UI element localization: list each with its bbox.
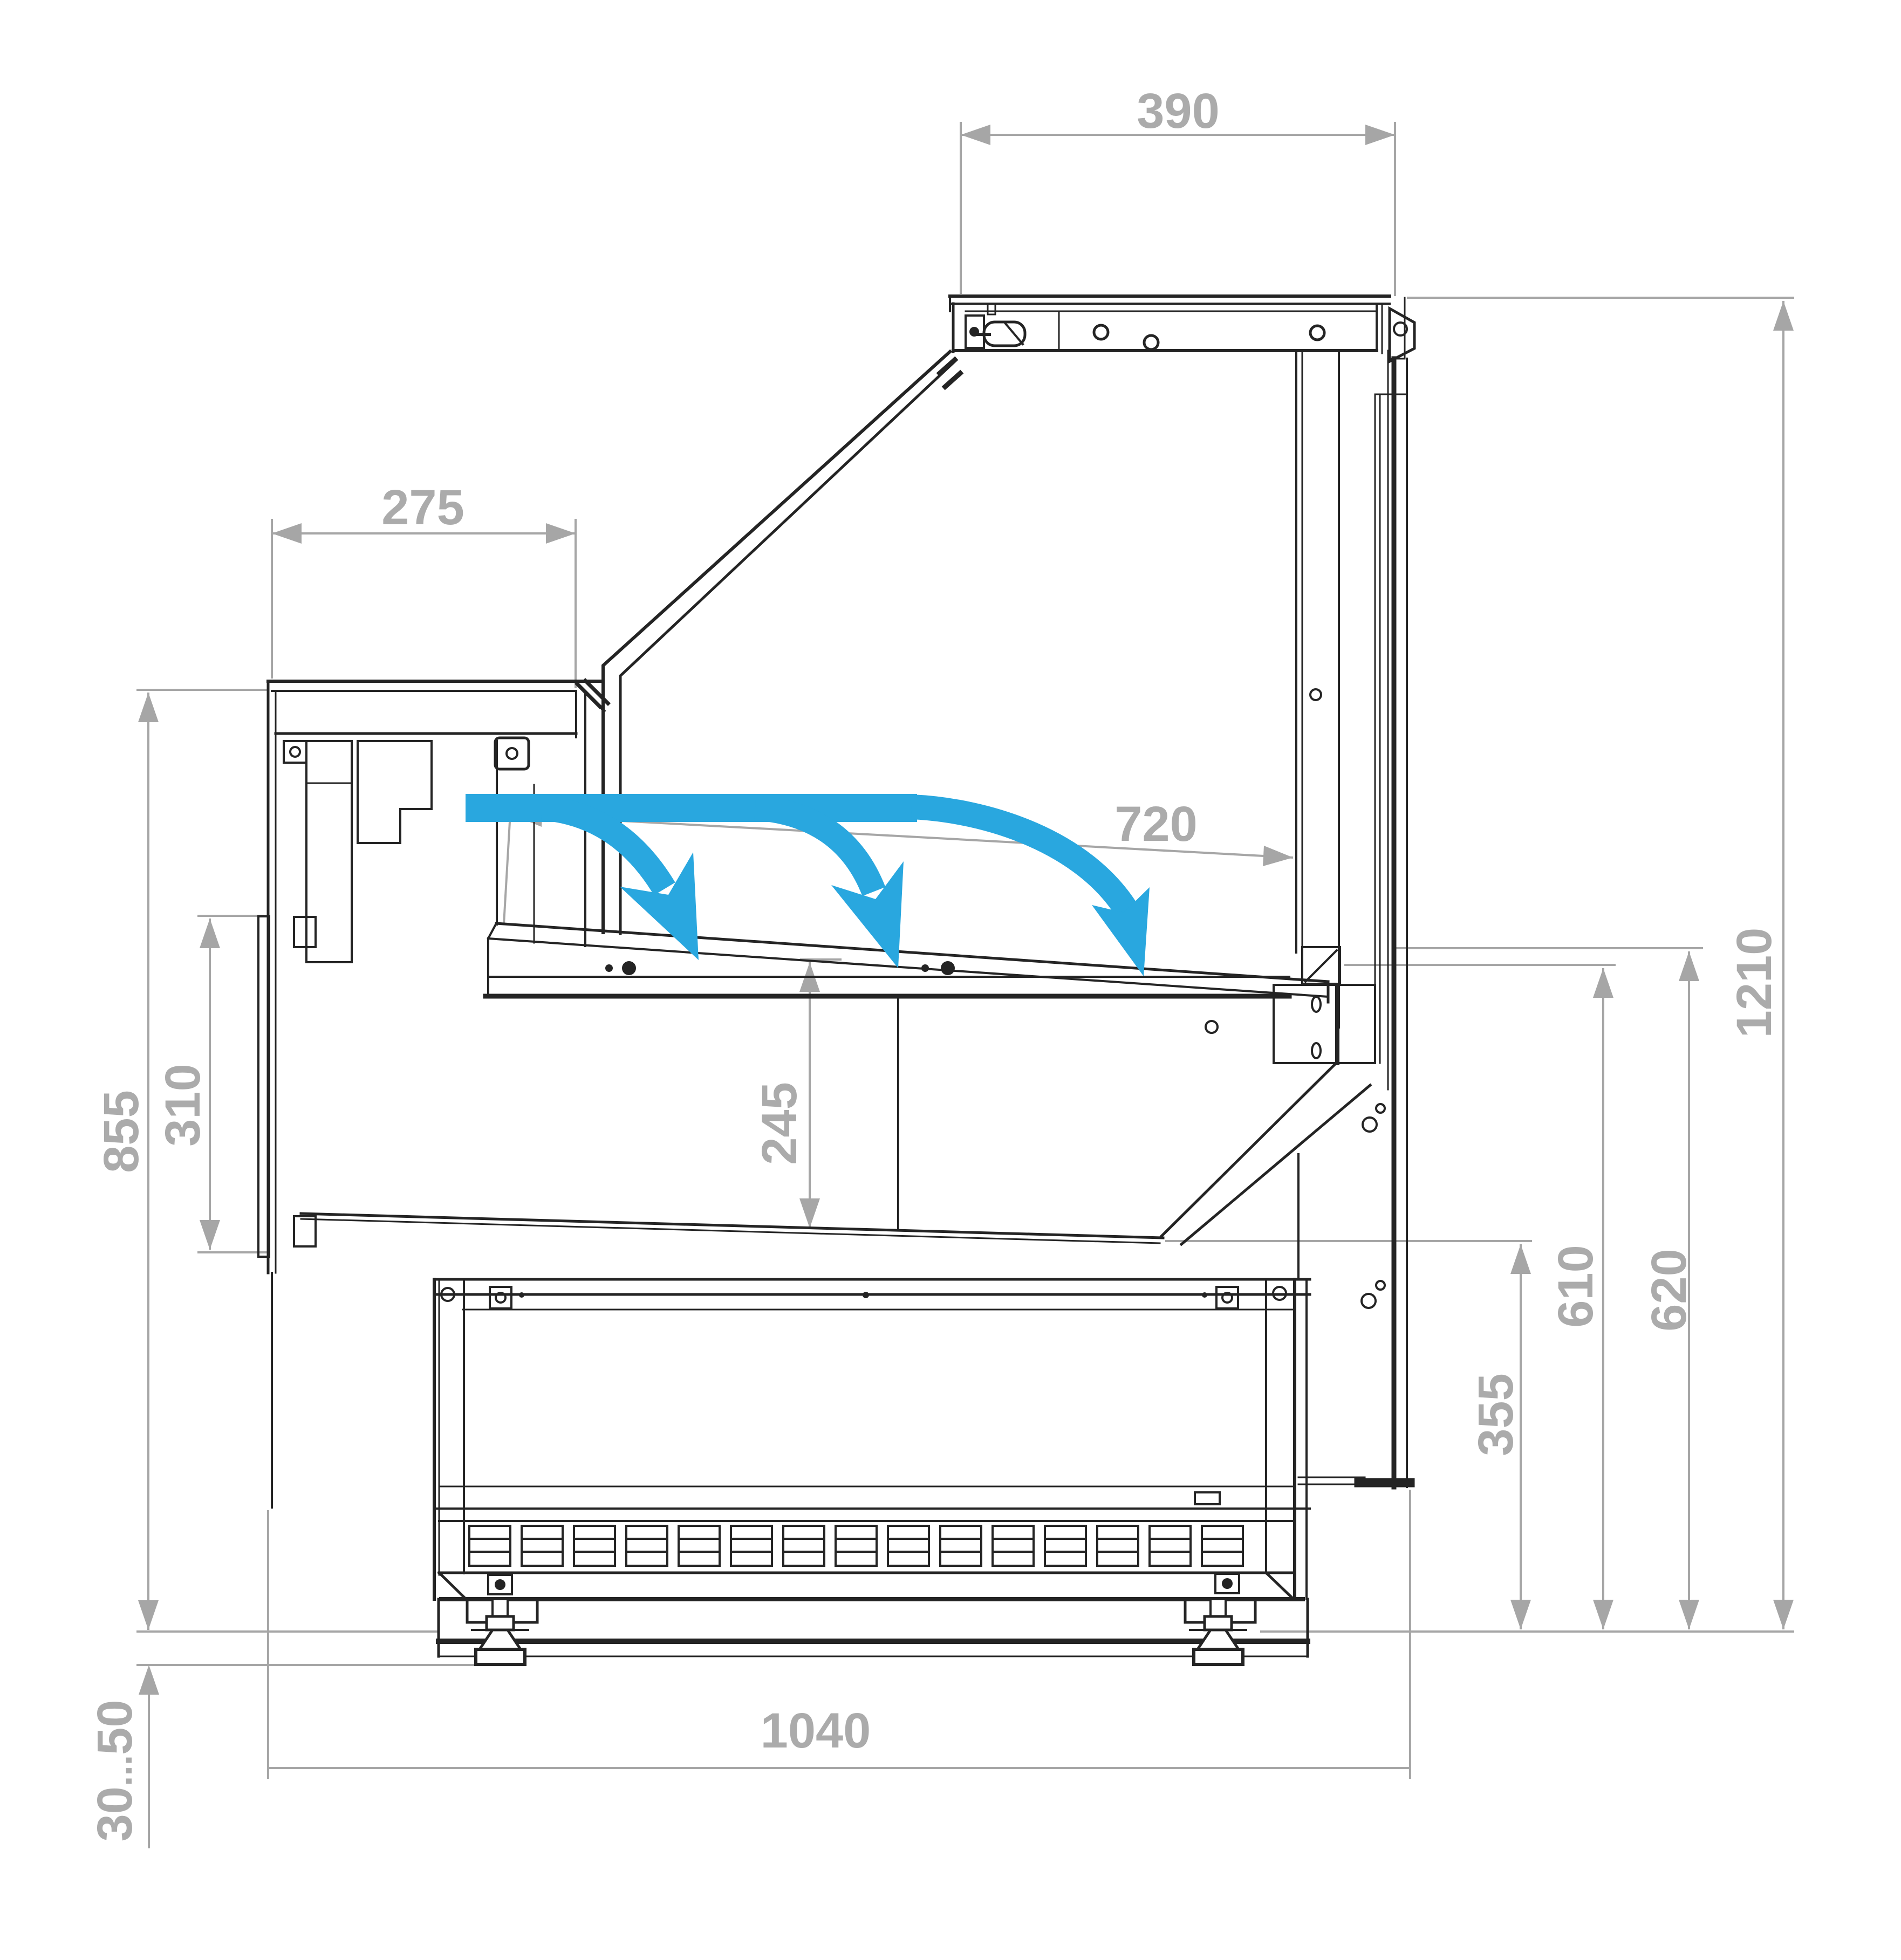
svg-text:610: 610 <box>1548 1245 1603 1328</box>
svg-text:390: 390 <box>1137 84 1220 139</box>
svg-text:1210: 1210 <box>1727 928 1782 1038</box>
svg-text:355: 355 <box>1468 1373 1523 1456</box>
svg-text:620: 620 <box>1642 1249 1697 1332</box>
svg-text:1040: 1040 <box>761 1703 871 1758</box>
svg-text:855: 855 <box>94 1090 149 1173</box>
svg-text:275: 275 <box>381 480 464 535</box>
svg-text:310: 310 <box>155 1064 210 1147</box>
svg-text:720: 720 <box>1114 797 1198 852</box>
svg-text:245: 245 <box>752 1082 807 1165</box>
